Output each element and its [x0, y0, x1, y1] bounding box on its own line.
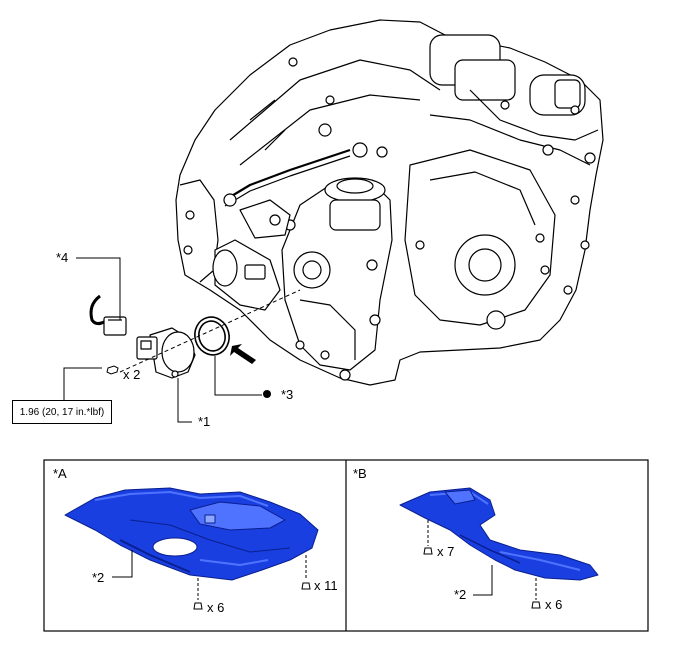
- assembly-axis: [119, 289, 301, 373]
- bolt-x2: [106, 365, 119, 375]
- callout-1: *1: [198, 414, 211, 429]
- bolts-b: [423, 547, 541, 609]
- callout-3: *3: [281, 387, 294, 402]
- callout-4: *4: [56, 250, 69, 265]
- qty-b-bottom: x 6: [545, 597, 563, 612]
- panel-b-label: *B: [353, 466, 367, 481]
- leader-lines-top: [63, 257, 262, 423]
- torque-spec: 1.96 (20, 17 in.*lbf): [12, 400, 112, 424]
- bolts-a: [193, 582, 311, 610]
- dot-marker: [263, 390, 271, 398]
- harness-connector: [89, 294, 127, 336]
- callout-2-a: *2: [92, 570, 105, 585]
- qty-a-bottom: x 6: [207, 600, 225, 615]
- qty-top-bolt: x 2: [123, 367, 141, 382]
- transaxle-assembly: [175, 19, 604, 386]
- leader-lines-b: [427, 520, 537, 600]
- engine-undercover-a: [64, 487, 319, 581]
- o-ring: [194, 316, 230, 356]
- qty-b-top: x 7: [437, 544, 455, 559]
- speed-sensor-assembly: [136, 327, 196, 379]
- callout-2-b: *2: [454, 587, 467, 602]
- engine-undercover-b: [399, 487, 599, 581]
- direction-arrow: [230, 344, 256, 364]
- qty-a-side: x 11: [314, 578, 338, 593]
- leader-lines-a: [112, 550, 307, 600]
- panel-a-label: *A: [53, 466, 67, 481]
